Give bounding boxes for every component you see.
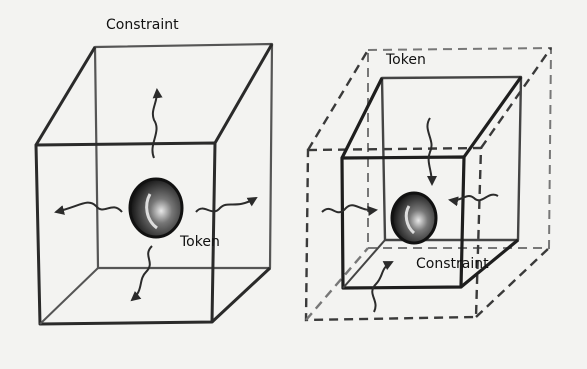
- right-constraint-label: Constraint: [416, 256, 489, 272]
- left-token-label: Token: [180, 234, 220, 250]
- left-token-ball: [130, 179, 182, 237]
- right-token-label: Token: [386, 52, 426, 68]
- right-token-ball: [392, 193, 436, 243]
- left-constraint-label: Constraint: [106, 17, 179, 33]
